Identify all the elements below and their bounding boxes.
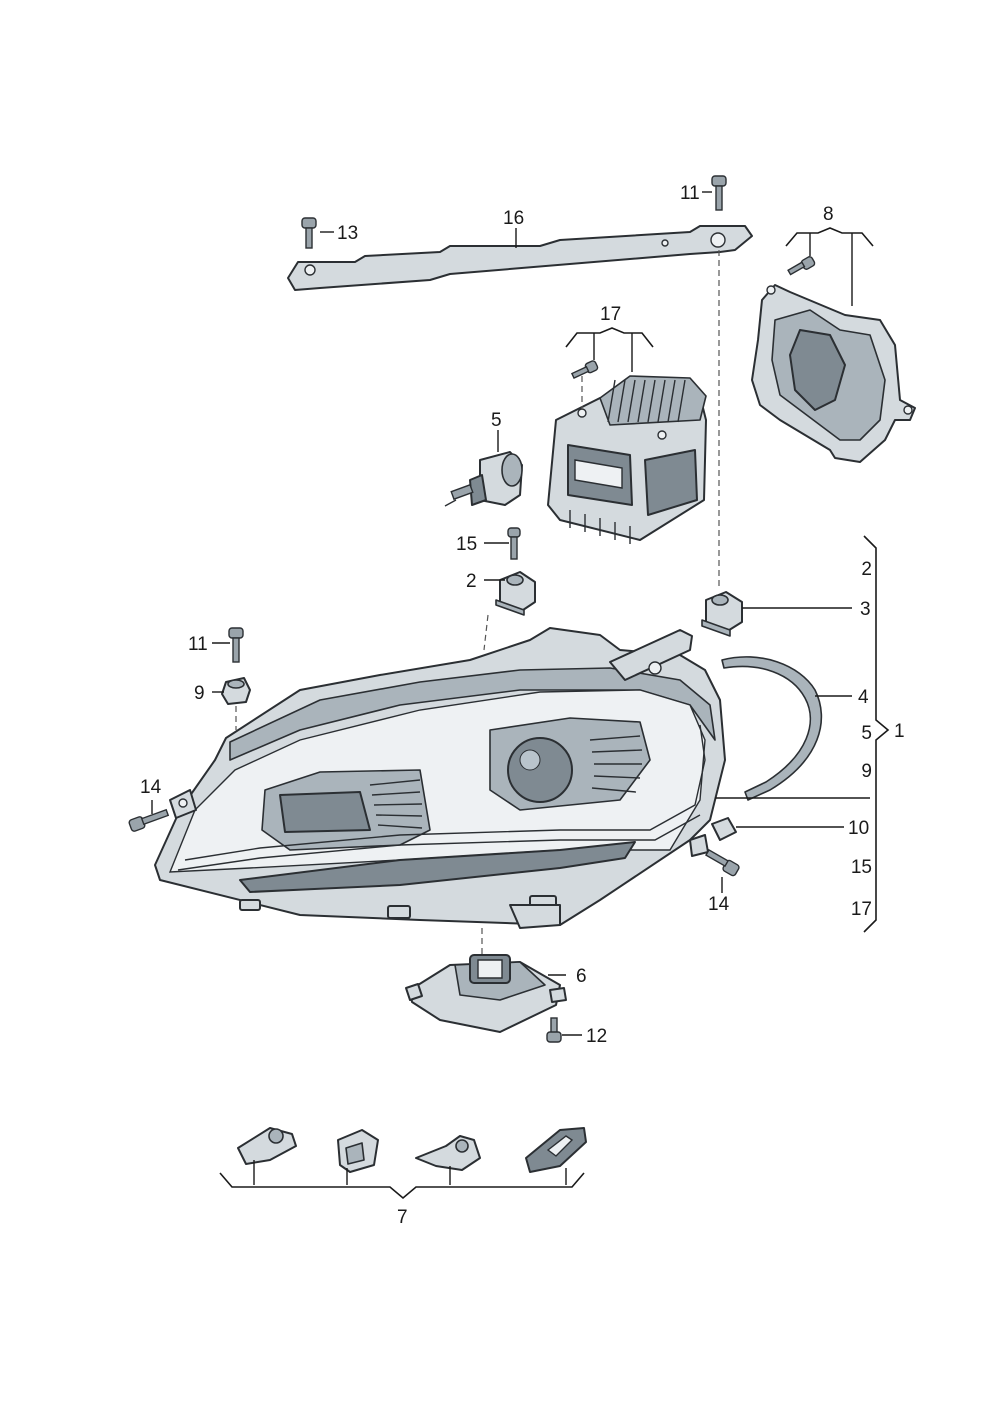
callout-13: 13	[337, 223, 358, 244]
part-7-bracket-d	[525, 1127, 587, 1173]
callout-2-left: 2	[466, 571, 477, 592]
part-4-seal-strip	[721, 656, 823, 801]
part-1-headlight-assembly	[154, 627, 726, 929]
callout-3: 3	[860, 599, 871, 620]
part-7-bracket-c	[415, 1135, 481, 1171]
part-7-bracket-a	[237, 1127, 297, 1165]
part-16-mounting-rail	[287, 225, 753, 291]
assembly-list: 2 5 9 15 17	[851, 559, 872, 920]
callout-15-left: 15	[456, 534, 477, 555]
callout-16: 16	[503, 208, 524, 229]
screw-12	[546, 1017, 562, 1043]
callout-4: 4	[858, 687, 869, 708]
screw-14-left	[128, 808, 170, 832]
part-8-cover-cap	[751, 284, 916, 463]
callout-10: 10	[848, 818, 869, 839]
assembly-item-9: 9	[861, 761, 872, 782]
part-17-led-module	[547, 375, 707, 544]
assembly-item-15: 15	[851, 857, 872, 878]
part-6-control-unit	[405, 954, 567, 1033]
part-10-clip	[711, 817, 737, 841]
callout-14-right: 14	[708, 894, 730, 915]
callout-12: 12	[586, 1026, 607, 1047]
assembly-item-2: 2	[861, 559, 872, 580]
callout-11-top: 11	[680, 183, 700, 204]
part-5-actuator	[444, 451, 523, 507]
callout-9-left: 9	[194, 683, 205, 704]
part-7-bracket-b	[337, 1129, 379, 1173]
assembly-item-5: 5	[861, 723, 872, 744]
callout-17-top: 17	[600, 304, 621, 325]
screw-8	[787, 256, 816, 276]
screw-17	[570, 360, 599, 380]
part-3-bracket-right	[701, 591, 743, 637]
assembly-brace	[863, 535, 890, 933]
screw-15	[507, 527, 521, 560]
screw-11-top	[711, 175, 727, 211]
screw-14-right	[705, 848, 740, 877]
assembly-item-17: 17	[851, 899, 872, 920]
callout-7: 7	[397, 1207, 408, 1228]
callout-14-left: 14	[140, 777, 162, 798]
callout-6: 6	[576, 966, 587, 987]
part-2-bracket-left	[495, 571, 536, 616]
screw-13	[301, 217, 317, 249]
callout-1: 1	[894, 721, 905, 742]
callout-8: 8	[823, 204, 834, 225]
callout-labels: 11 13 16 8 17 5 15 2 11 9 14 14 6 12 7 1…	[140, 183, 905, 1228]
callout-11-left: 11	[188, 634, 208, 655]
callout-5-top: 5	[491, 410, 502, 431]
part-9-grommet	[221, 677, 251, 705]
screw-11-left	[228, 627, 244, 663]
